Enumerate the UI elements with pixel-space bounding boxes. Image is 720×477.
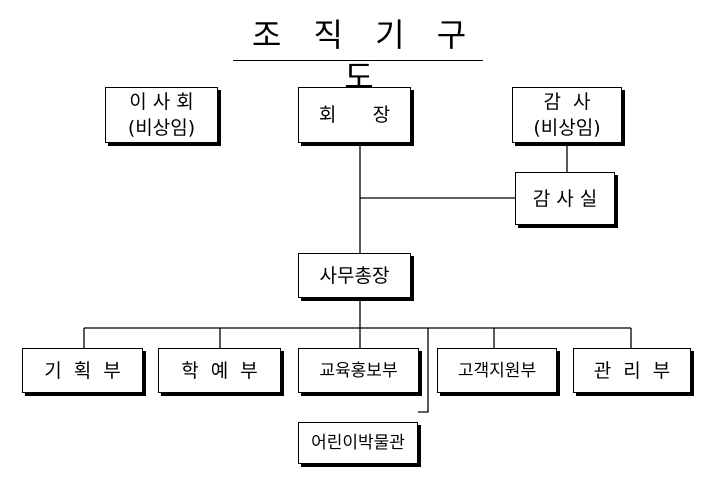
arts-dept-label: 학 예 부 [181,359,258,382]
childrens-museum-box: 어린이박물관 [298,422,418,464]
audit-office-label: 감 사 실 [532,187,598,210]
auditor-box: 감 사 (비상임) [512,87,622,143]
customer-support-dept-label: 고객지원부 [457,360,537,381]
board-of-directors-box: 이 사 회 (비상임) [105,87,218,143]
audit-office-box: 감 사 실 [515,172,615,225]
board-sublabel: (비상임) [127,117,196,139]
title-underline [233,60,483,61]
chairman-label: 회 장 [318,104,391,126]
arts-dept-box: 학 예 부 [158,348,281,393]
planning-dept-label: 기 획 부 [44,359,121,382]
education-pr-dept-box: 교육홍보부 [298,348,419,393]
secretary-general-box: 사무총장 [298,253,411,298]
auditor-sublabel: (비상임) [533,117,601,139]
management-dept-box: 관 리 부 [573,348,691,393]
chairman-box: 회 장 [298,87,411,143]
line-bus-to-childrens-museum [418,328,429,413]
auditor-label: 감 사 [543,91,591,113]
management-dept-label: 관 리 부 [593,359,671,382]
customer-support-dept-box: 고객지원부 [437,348,557,393]
childrens-museum-label: 어린이박물관 [311,433,405,453]
board-label: 이 사 회 [129,91,194,113]
education-pr-dept-label: 교육홍보부 [319,360,398,381]
page-title: 조 직 기 구 도 [251,16,469,96]
secretary-general-label: 사무총장 [319,264,390,287]
planning-dept-box: 기 획 부 [22,348,143,393]
